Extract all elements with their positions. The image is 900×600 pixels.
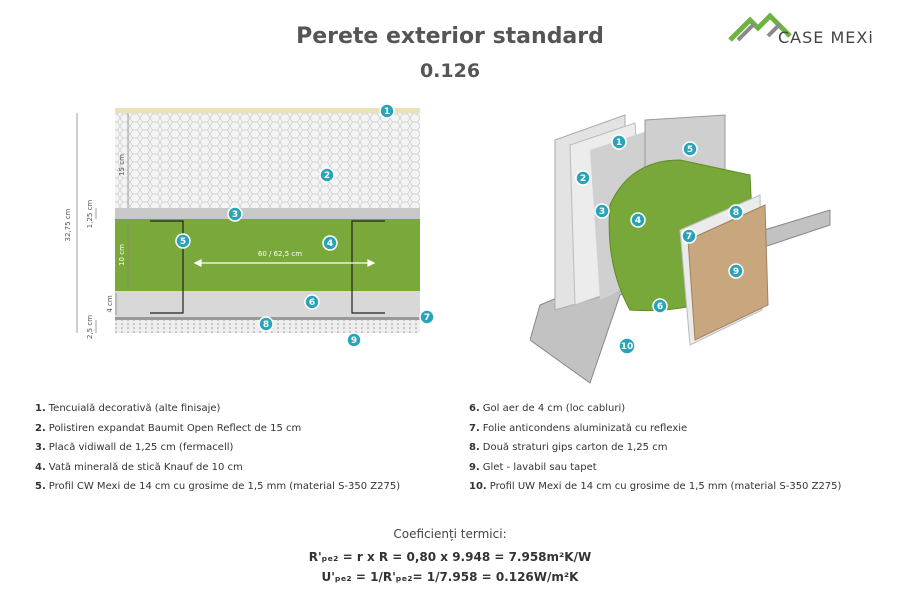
layer-vidiwall <box>115 208 420 219</box>
badge-4: 4 <box>322 235 338 251</box>
dim-air: 4 cm <box>106 295 114 313</box>
legend-item: 4.Vată minerală de stică Knauf de 10 cm <box>35 461 243 473</box>
dim-vidiwall: 1,25 cm <box>86 200 94 229</box>
svg-text:1: 1 <box>616 138 622 148</box>
badge-5: 5 <box>175 233 191 249</box>
3d-badge-5: 5 <box>682 141 698 157</box>
spacing-label: 60 / 62,5 cm <box>258 250 302 258</box>
svg-text:6: 6 <box>657 302 663 312</box>
svg-text:5: 5 <box>180 237 186 247</box>
svg-text:9: 9 <box>351 336 357 346</box>
svg-text:10: 10 <box>621 342 634 352</box>
svg-text:7: 7 <box>424 313 430 323</box>
logo-roof-icon <box>728 12 792 42</box>
3d-badge-9: 9 <box>728 263 744 279</box>
svg-text:3: 3 <box>232 210 238 220</box>
u-formula: U'ₚₑ₂ = 1/R'ₚₑ₂= 1/7.958 = 0.126W/m²K <box>321 570 579 584</box>
spacing-arrow <box>193 259 376 267</box>
svg-text:6: 6 <box>309 298 315 308</box>
wall-section-diagram: 60 / 62,5 cm 32,75 cm 15 cm 1,25 cm 10 c… <box>64 103 435 348</box>
wall-code: 0.126 <box>419 60 481 82</box>
layer-eps <box>115 113 420 208</box>
layer-mineral-wool <box>115 219 420 291</box>
3d-badge-4: 4 <box>630 212 646 228</box>
legend-item: 5.Profil CW Mexi de 14 cm cu grosime de … <box>35 481 401 492</box>
3d-badge-8: 8 <box>728 204 744 220</box>
brand-name: CASE MEXi <box>778 28 874 47</box>
legend-item: 7.Folie anticondens aluminizată cu refle… <box>469 422 688 434</box>
page-title: Perete exterior standard <box>296 24 604 49</box>
cw-profile-left <box>150 220 184 314</box>
3d-badge-7: 7 <box>681 228 697 244</box>
badge-8: 8 <box>258 316 274 332</box>
svg-text:8: 8 <box>733 208 739 218</box>
wall-3d-diagram: 1 2 3 4 5 6 7 8 9 10 <box>530 114 831 384</box>
3d-badge-3: 3 <box>594 203 610 219</box>
cw-profile-right <box>351 220 385 314</box>
badge-9: 9 <box>346 332 362 348</box>
3d-badge-6: 6 <box>652 298 668 314</box>
legend-item: 6.Gol aer de 4 cm (loc cabluri) <box>469 403 626 414</box>
badge-6: 6 <box>304 294 320 310</box>
dim-gips: 2,5 cm <box>86 315 94 339</box>
3d-badge-10: 10 <box>618 337 636 355</box>
legend-left: 1.Tencuială decorativă (alte finisaje) 2… <box>35 403 400 501</box>
svg-text:2: 2 <box>580 174 586 184</box>
dim-eps: 15 cm <box>118 154 126 176</box>
svg-text:1: 1 <box>384 107 390 117</box>
legend-item: 3.Placă vidiwall de 1,25 cm (fermacell) <box>35 442 234 453</box>
brand-logo <box>728 12 792 42</box>
badge-3: 3 <box>227 206 243 222</box>
svg-text:4: 4 <box>635 216 641 226</box>
legend-item: 1.Tencuială decorativă (alte finisaje) <box>35 403 221 414</box>
coefficients-heading: Coeficienți termici: <box>393 527 507 541</box>
r-formula: R'ₚₑ₂ = r x R = 0,80 x 9.948 = 7.958m²K/… <box>308 550 592 564</box>
layer-plaster <box>115 108 420 113</box>
legend-item: 9.Glet - lavabil sau tapet <box>469 461 597 473</box>
svg-text:3: 3 <box>599 207 605 217</box>
3d-badge-1: 1 <box>611 134 627 150</box>
legend-item: 10.Profil UW Mexi de 14 cm cu grosime de… <box>469 481 842 492</box>
badge-2: 2 <box>319 167 335 183</box>
3d-badge-2: 2 <box>575 170 591 186</box>
dim-wool: 10 cm <box>118 244 126 266</box>
svg-text:7: 7 <box>686 232 692 242</box>
badge-7: 7 <box>419 309 435 325</box>
badge-1: 1 <box>379 103 395 119</box>
svg-text:9: 9 <box>733 267 739 277</box>
svg-text:5: 5 <box>687 145 693 155</box>
svg-text:4: 4 <box>327 239 333 249</box>
legend-item: 8.Două straturi gips carton de 1,25 cm <box>469 442 668 453</box>
svg-text:8: 8 <box>263 320 269 330</box>
legend-right: 6.Gol aer de 4 cm (loc cabluri) 7.Folie … <box>469 403 841 501</box>
svg-text:2: 2 <box>324 171 330 181</box>
dim-total: 32,75 cm <box>64 208 72 241</box>
legend-item: 2.Polistiren expandat Baumit Open Reflec… <box>35 422 302 434</box>
